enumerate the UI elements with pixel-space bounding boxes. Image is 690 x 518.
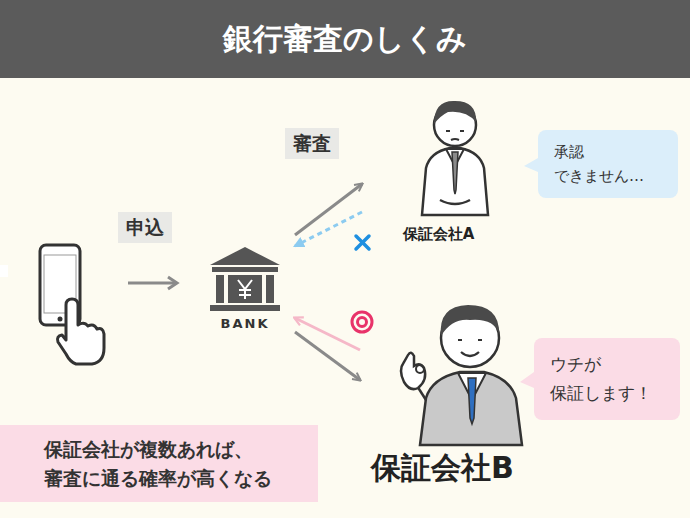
approve-mark [352, 312, 372, 332]
flow-arrow [295, 212, 362, 246]
company-a: 保証会社A [362, 95, 515, 250]
speech-bubble: 承認 できません… [538, 130, 678, 198]
node-text: 保証会社B [371, 448, 514, 489]
speech-bubble: ウチが 保証します！ [534, 338, 680, 420]
node-text: 承認 できません… [554, 140, 662, 188]
bank-node: BANK [195, 235, 295, 335]
apply-arrow [128, 277, 177, 289]
node-text: BANK [221, 316, 270, 331]
node-text: 保証会社A [403, 225, 475, 244]
title-bar: 銀行審査のしくみ [0, 0, 690, 78]
node-text: ウチが 保証します！ [550, 350, 664, 408]
note-box: 保証会社が複数あれば、 審査に通る確率が高くなる [0, 425, 318, 502]
reject-mark [356, 236, 369, 249]
phone-icon [40, 245, 104, 364]
bubble-tail [520, 372, 534, 388]
bank-icon [210, 247, 280, 311]
bubble-tail [524, 158, 538, 172]
step-label: 申込 [118, 212, 172, 243]
title: 銀行審査のしくみ [223, 19, 467, 60]
company-b: 保証会社B [360, 300, 525, 495]
edge-label: 審査 [285, 128, 339, 159]
flow-arrow [295, 318, 360, 350]
person-a [422, 101, 488, 215]
person-b [401, 305, 522, 445]
node-text: 保証会社が複数あれば、 審査に通る確率が高くなる [44, 435, 308, 492]
edge-mark [0, 265, 8, 277]
flow-arrow [295, 332, 360, 380]
